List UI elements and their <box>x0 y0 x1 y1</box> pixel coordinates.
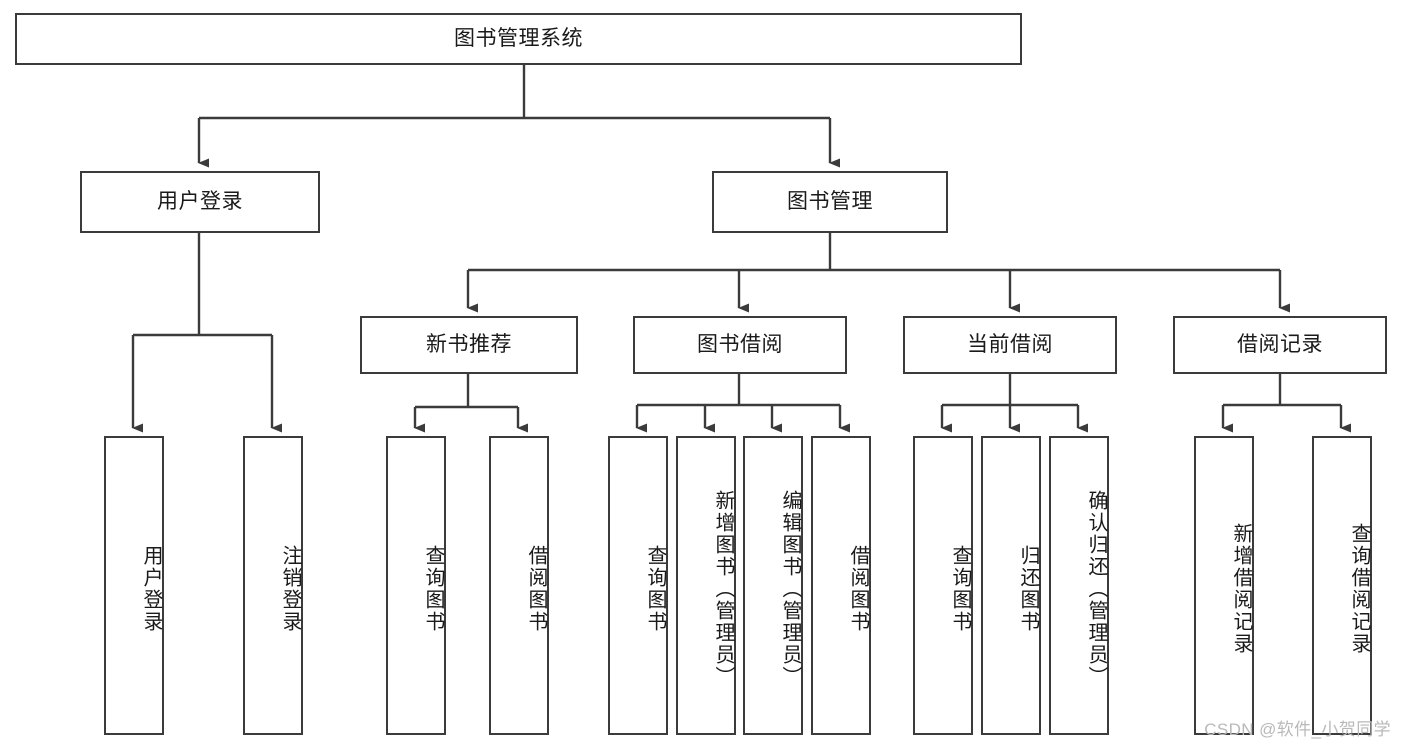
leaf-edit-book-admin[interactable]: 编辑图书（管理员） <box>743 436 803 735</box>
leaf-borrow-books-borrowing[interactable]: 借阅图书 <box>811 436 871 735</box>
node-book-borrowing[interactable]: 图书借阅 <box>633 316 847 374</box>
leaf-query-books-recommendation-label: 查询图书 <box>422 544 444 633</box>
leaf-add-book-admin[interactable]: 新增图书（管理员） <box>676 436 736 735</box>
node-current-borrowing[interactable]: 当前借阅 <box>903 316 1117 374</box>
leaf-borrow-books-recommendation-label: 借阅图书 <box>525 544 547 633</box>
leaf-query-borrow-record[interactable]: 查询借阅记录 <box>1312 436 1372 735</box>
leaf-user-login-label: 用户登录 <box>140 544 162 633</box>
node-root-label: 图书管理系统 <box>454 26 583 50</box>
leaf-add-borrow-record[interactable]: 新增借阅记录 <box>1194 436 1254 735</box>
node-borrowing-records[interactable]: 借阅记录 <box>1173 316 1387 374</box>
leaf-borrow-books-recommendation[interactable]: 借阅图书 <box>489 436 549 735</box>
watermark: CSDN @软件_小贺同学 <box>1204 720 1391 739</box>
leaf-add-borrow-record-label: 新增借阅记录 <box>1230 522 1252 655</box>
node-borrowing-records-label: 借阅记录 <box>1237 332 1323 356</box>
leaf-query-books-recommendation[interactable]: 查询图书 <box>386 436 446 735</box>
leaf-logout[interactable]: 注销登录 <box>243 436 303 735</box>
node-user-login[interactable]: 用户登录 <box>80 171 320 233</box>
leaf-borrow-books-borrowing-label: 借阅图书 <box>847 544 869 633</box>
leaf-add-book-admin-label: 新增图书（管理员） <box>712 489 734 688</box>
leaf-confirm-return-admin[interactable]: 确认归还（管理员） <box>1049 436 1109 735</box>
leaf-confirm-return-admin-label: 确认归还（管理员） <box>1085 489 1107 688</box>
node-root[interactable]: 图书管理系统 <box>15 13 1022 65</box>
node-user-login-label: 用户登录 <box>157 189 243 213</box>
leaf-query-borrow-record-label: 查询借阅记录 <box>1348 522 1370 655</box>
leaf-query-books-current-label: 查询图书 <box>949 544 971 633</box>
node-book-management-label: 图书管理 <box>787 189 873 213</box>
leaf-query-books-borrowing-label: 查询图书 <box>644 544 666 633</box>
leaf-user-login[interactable]: 用户登录 <box>104 436 164 735</box>
node-book-management[interactable]: 图书管理 <box>712 171 948 233</box>
node-current-borrowing-label: 当前借阅 <box>967 332 1053 356</box>
leaf-query-books-current[interactable]: 查询图书 <box>913 436 973 735</box>
leaf-return-books[interactable]: 归还图书 <box>981 436 1041 735</box>
leaf-return-books-label: 归还图书 <box>1017 544 1039 633</box>
leaf-edit-book-admin-label: 编辑图书（管理员） <box>779 489 801 688</box>
node-book-borrowing-label: 图书借阅 <box>697 332 783 356</box>
leaf-logout-label: 注销登录 <box>279 544 301 633</box>
node-new-book-recommendation-label: 新书推荐 <box>426 332 512 356</box>
node-new-book-recommendation[interactable]: 新书推荐 <box>360 316 578 374</box>
leaf-query-books-borrowing[interactable]: 查询图书 <box>608 436 668 735</box>
